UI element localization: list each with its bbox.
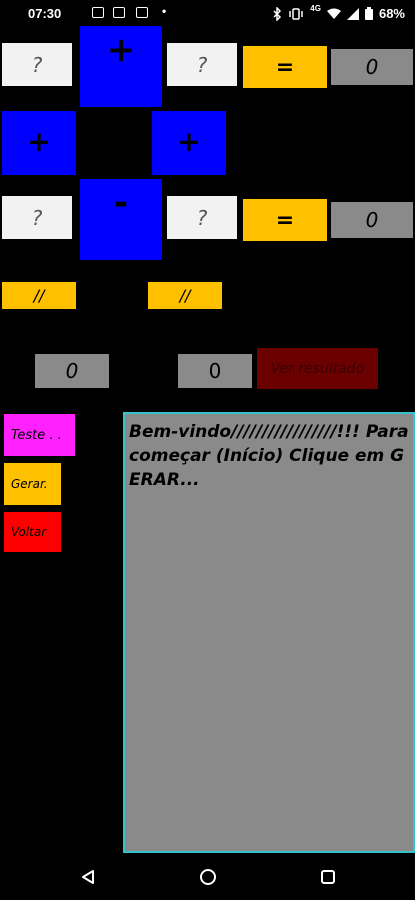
notification-icon [113,7,125,18]
teste-button[interactable]: Teste . . [4,414,75,456]
middle-right-operator-button[interactable]: + [152,111,226,175]
row2-right-operand[interactable]: ? [167,196,237,239]
status-time: 07:30 [28,6,62,21]
row2-operator-button[interactable]: - [80,179,162,260]
back-icon[interactable] [76,865,100,889]
wifi-icon [326,8,341,19]
message-textarea[interactable]: Bem-vindo/////////////////!!! Para começ… [123,412,415,853]
left-total-result: 0 [35,354,109,388]
gmail-icon [92,7,104,18]
vibrate-icon [289,7,304,20]
row1-left-operand[interactable]: ? [2,43,72,86]
row1-right-operand[interactable]: ? [167,43,237,86]
row2-result: 0 [331,202,413,238]
gerar-button[interactable]: Gerar. [4,463,61,505]
row2-left-operand[interactable]: ? [2,196,72,239]
right-slash-button[interactable]: // [148,282,222,309]
battery-level: 68% [378,6,405,21]
status-bar: 07:30 • 4G 68% [0,0,415,28]
home-icon[interactable] [196,865,220,889]
row1-result: 0 [331,49,413,85]
more-notifications-icon: • [162,4,167,18]
signal-icon [346,7,359,20]
recents-icon[interactable] [316,865,340,889]
notification-icon [136,7,148,18]
ver-resultado-button[interactable]: Ver resultado [257,348,378,389]
battery-icon [364,7,373,20]
bluetooth-icon [273,6,282,21]
voltar-button[interactable]: Voltar [4,512,61,552]
middle-left-operator-button[interactable]: + [2,111,76,175]
row1-operator-button[interactable]: + [80,26,162,107]
navigation-bar [0,853,415,900]
row2-equals-button[interactable]: = [243,199,327,241]
left-slash-button[interactable]: // [2,282,76,309]
right-total-result: 0 [178,354,252,388]
row1-equals-button[interactable]: = [243,46,327,88]
network-type: 4G [310,4,321,13]
status-icons: 4G 68% [272,4,405,21]
